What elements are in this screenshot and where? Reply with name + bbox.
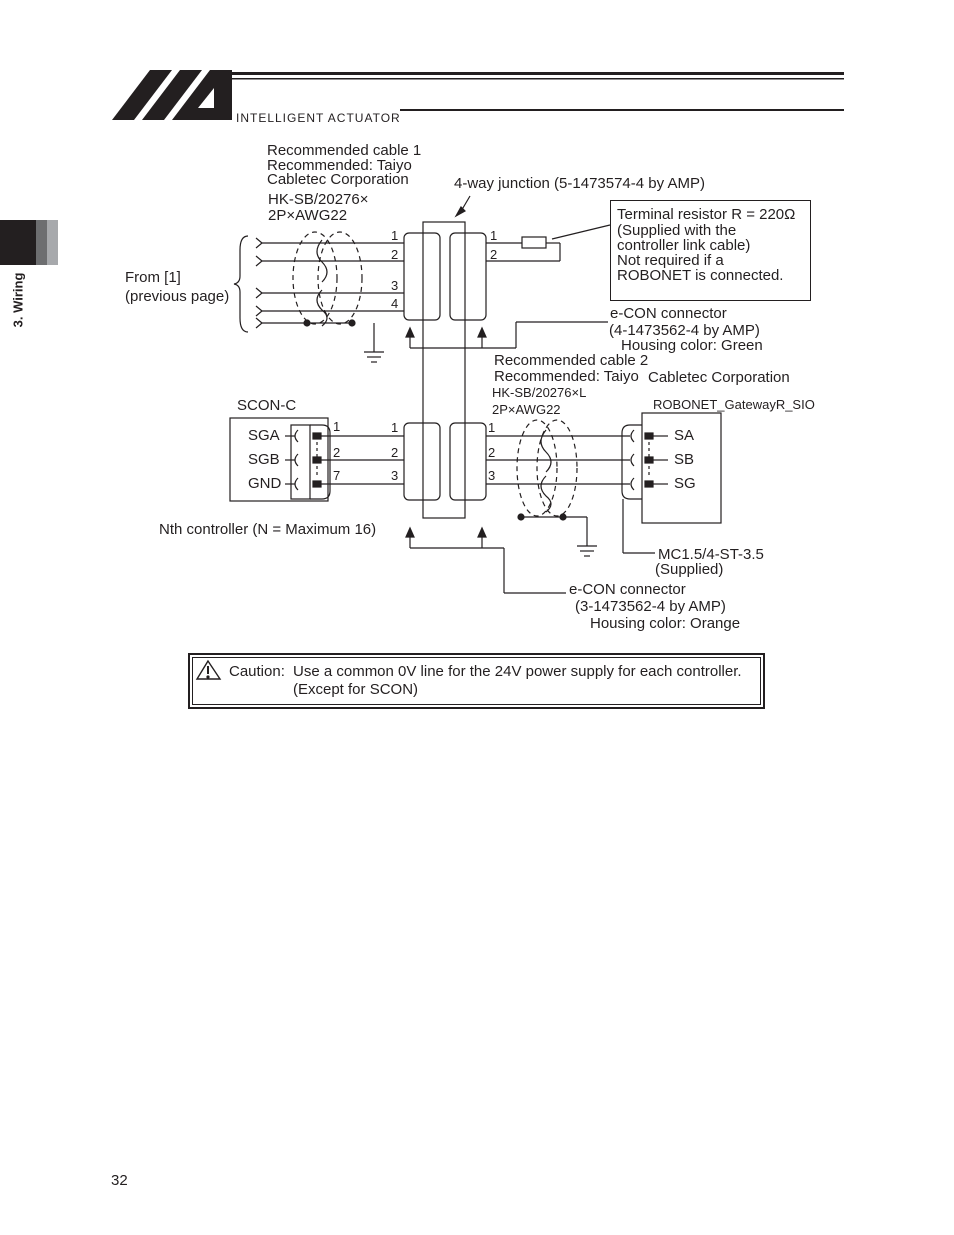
chapter-tab [0,220,58,265]
caution-label: Caution: [229,663,285,680]
scon-num-1: 1 [333,419,341,434]
econ-orange-line3: Housing color: Orange [590,615,741,632]
terminal-line2: (Supplied with the [617,222,737,239]
bot-pin-left-1: 1 [391,420,399,435]
caution-line1: Use a common 0V line for the 24V power s… [293,663,742,680]
nth-controller-label: Nth controller (N = Maximum 16) [159,521,377,538]
page-number: 32 [111,1172,128,1189]
econ-orange-line1: e-CON connector [569,581,686,598]
from-line2: (previous page) [125,288,230,305]
scon-pin-sga: SGA [248,427,280,444]
bot-pin-left-3: 3 [391,468,399,483]
mc-line2: (Supplied) [655,561,724,578]
scon-pin-gnd: GND [248,475,282,492]
mc-line1: MC1.5/4-ST-3.5 [658,546,764,563]
caution-box [188,653,765,709]
scon-title: SCON-C [237,397,297,414]
cable1-line1: Recommended cable 1 [267,142,422,159]
top-pin-left-1: 1 [391,228,399,243]
scon-pin-sgb: SGB [248,451,280,468]
top-pin-left-2: 2 [391,247,399,262]
cable1-line2: Recommended: Taiyo [267,157,412,174]
bot-pin-right-3: 3 [488,468,496,483]
cable2-line2: Recommended: Taiyo [494,368,639,385]
robonet-title: ROBONET_GatewayR_SIO [653,397,815,412]
terminal-line1: Terminal resistor R = 220Ω [617,206,796,223]
scon-num-2: 2 [333,445,341,460]
robonet-pin-sa: SA [674,427,695,444]
iai-logo [112,70,844,120]
top-pin-right-1: 1 [490,228,498,243]
company-name: INTELLIGENT ACTUATOR [236,111,401,125]
junction-label: 4-way junction (5-1473574-4 by AMP) [454,175,705,192]
caution-line2: (Except for SCON) [293,681,419,698]
cable2-line1: Recommended cable 2 [494,352,649,369]
cable2-line4: 2P×AWG22 [492,402,561,417]
bot-pin-right-2: 2 [488,445,496,460]
top-pin-left-4: 4 [391,296,399,311]
cable1-line4: HK-SB/20276× [268,191,369,208]
cable1-line5: 2P×AWG22 [268,207,348,224]
robonet-pin-sg: SG [674,475,696,492]
cable2-line2b: Cabletec Corporation [648,369,790,386]
terminal-line3: controller link cable) [617,237,751,254]
from-line1: From [1] [125,269,181,286]
econ-green-line3: Housing color: Green [621,337,763,354]
terminal-line4: Not required if a [617,252,724,269]
top-pin-left-3: 3 [391,278,399,293]
top-pin-right-2: 2 [490,247,498,262]
wiring-diagram [195,195,722,680]
terminal-resistor-box [610,200,811,301]
terminal-line5: ROBONET is connected. [617,267,784,284]
robonet-pin-sb: SB [674,451,695,468]
bot-pin-right-1: 1 [488,420,496,435]
cable2-line3: HK-SB/20276×L [492,385,587,400]
econ-green-line2: (4-1473562-4 by AMP) [609,322,760,339]
scon-num-7: 7 [333,468,341,483]
econ-green-line1: e-CON connector [610,305,727,322]
bot-pin-left-2: 2 [391,445,399,460]
econ-orange-line2: (3-1473562-4 by AMP) [575,598,726,615]
cable1-line3: Cabletec Corporation [267,171,409,188]
